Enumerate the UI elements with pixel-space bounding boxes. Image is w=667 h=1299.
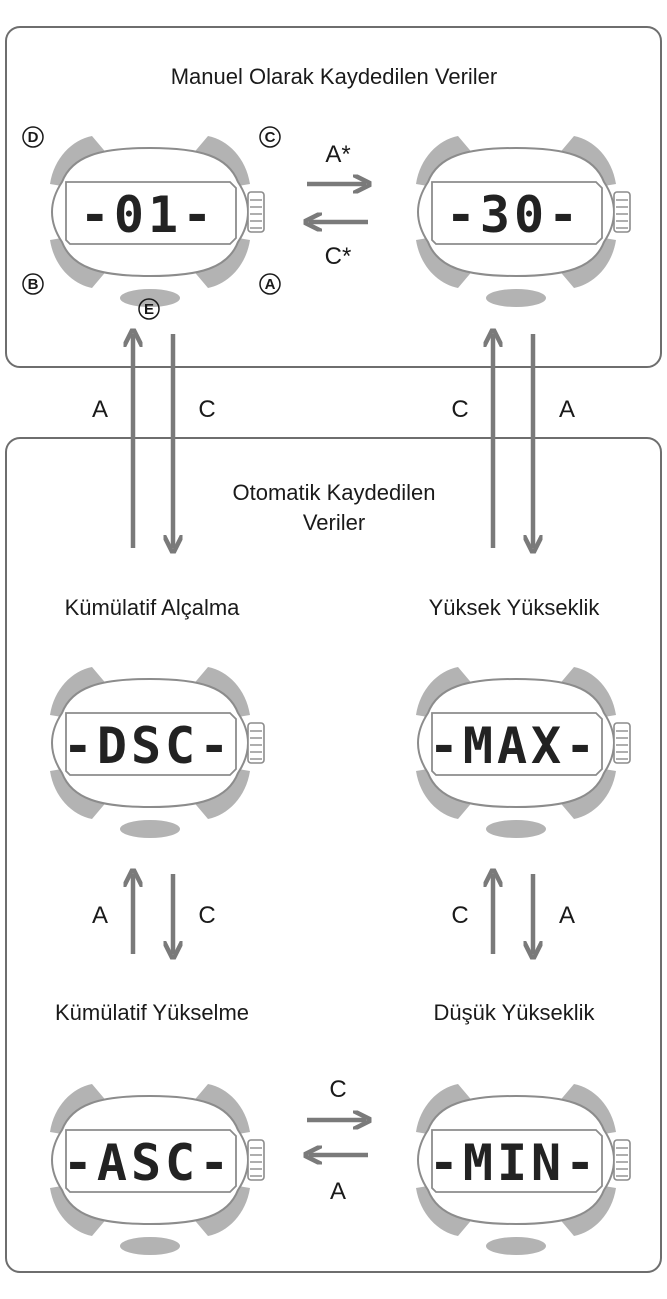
lcd-display: -DSC- (63, 717, 234, 775)
circled-letter-icon (22, 126, 44, 148)
auto-section-title-line1: Otomatik Kaydedilen (233, 480, 436, 505)
lcd-display: -MIN- (429, 1134, 600, 1192)
manual-section-title: Manuel Olarak Kaydedilen Veriler (171, 64, 498, 89)
watch-asc: -ASC- (49, 1083, 265, 1256)
transition-label-m30-to-max: A (559, 396, 575, 423)
button-d-callout: D (22, 126, 44, 148)
button-c-callout: C (259, 126, 281, 148)
transition-label-m01-to-dsc: C (198, 396, 215, 423)
circled-letter-icon (138, 298, 160, 320)
svg-text:D: D (28, 129, 39, 146)
auto-section-frame (5, 437, 662, 1273)
button-b-callout: B (22, 273, 44, 295)
button-e-callout: E (138, 298, 160, 320)
circled-letter-icon (259, 126, 281, 148)
svg-text:E: E (144, 301, 154, 318)
transition-label-dsc-to-m01: A (92, 396, 108, 423)
mode-label-dsc: Kümülatif Alçalma (65, 595, 241, 620)
transition-label-asc-to-dsc: A (92, 902, 108, 929)
watch-manual-30: -30- (415, 135, 631, 308)
button-a-callout: A (259, 273, 281, 295)
lcd-display: -MAX- (429, 717, 600, 775)
svg-text:B: B (28, 276, 39, 293)
watch-min: -MIN- (415, 1083, 631, 1256)
watch-manual-01: -01- (49, 135, 265, 308)
watch-dsc: -DSC- (49, 666, 265, 839)
transition-label-min-to-max: C (451, 902, 468, 929)
transition-label-m01-to-m30: A* (325, 141, 350, 168)
mode-label-min: Düşük Yükseklik (434, 1000, 596, 1025)
svg-text:A: A (265, 276, 276, 293)
circled-letter-icon (259, 273, 281, 295)
watch-max: -MAX- (415, 666, 631, 839)
svg-text:C: C (265, 129, 276, 146)
manual-section-frame (5, 26, 662, 368)
transition-label-dsc-to-asc: C (198, 902, 215, 929)
mode-label-max: Yüksek Yükseklik (429, 595, 601, 620)
transition-label-max-to-min: A (559, 902, 575, 929)
lcd-display: -ASC- (63, 1134, 234, 1192)
circled-letter-icon (22, 273, 44, 295)
mode-label-asc: Kümülatif Yükselme (55, 1000, 249, 1025)
auto-section-title-line2: Veriler (303, 510, 365, 535)
transition-label-asc-to-min: C (329, 1076, 346, 1103)
transition-label-min-to-asc: A (330, 1178, 346, 1205)
transition-label-max-to-m30: C (451, 396, 468, 423)
lcd-display: -30- (446, 186, 582, 244)
lcd-display: -01- (80, 186, 216, 244)
transition-label-m30-to-m01: C* (325, 243, 352, 270)
